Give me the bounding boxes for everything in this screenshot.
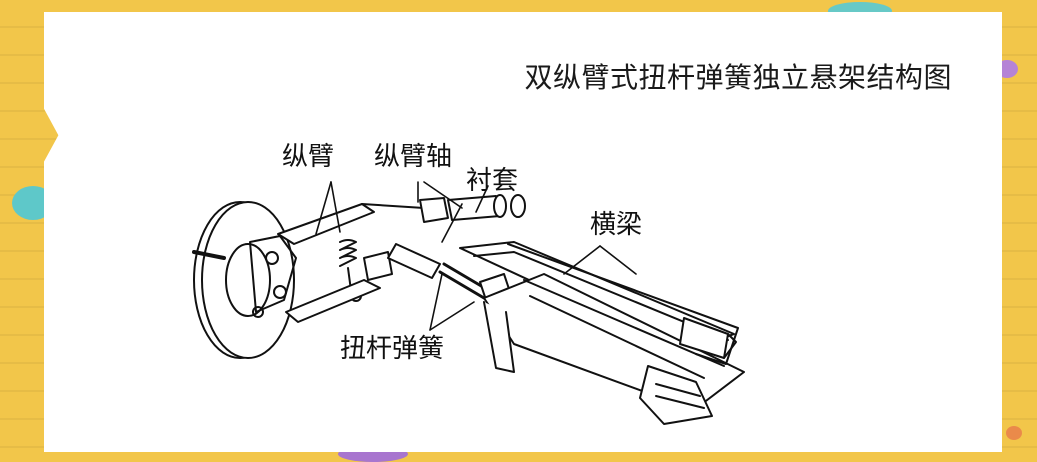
lower-trailing-arm-drawing	[285, 243, 441, 323]
label-trailing-arm: 纵臂	[282, 142, 335, 172]
label-torsion-spring: 扭杆弹簧	[340, 334, 445, 364]
decor-orange-blob-right	[1006, 426, 1022, 440]
label-bushing: 衬套	[466, 166, 519, 196]
diagram-title: 双纵臂式扭杆弹簧独立悬架结构图	[524, 61, 952, 94]
label-crossbeam: 横梁	[590, 210, 643, 240]
suspension-drawing	[192, 181, 745, 425]
diagram-card: 双纵臂式扭杆弹簧独立悬架结构图	[44, 12, 1002, 452]
upper-trailing-arm-drawing	[277, 194, 526, 245]
crossbeam-drawing	[459, 241, 745, 425]
wheel-hub-drawing	[192, 201, 297, 359]
label-arm-shaft: 纵臂轴	[374, 142, 453, 172]
leader-lines	[315, 181, 637, 331]
